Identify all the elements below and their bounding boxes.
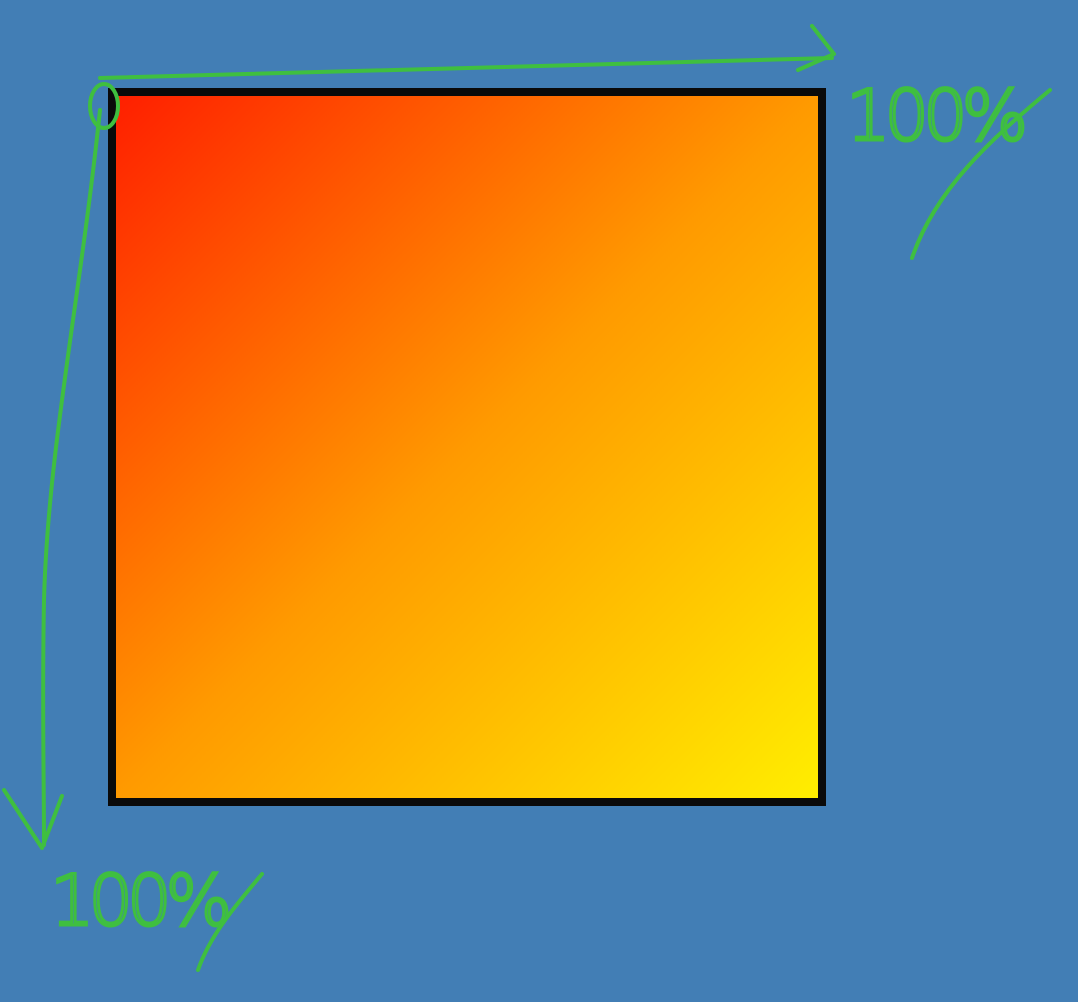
x-axis-label-slash [910, 88, 1052, 260]
gradient-square [108, 88, 826, 806]
y-axis-label-slash [196, 872, 264, 972]
x-axis-arrow-line [98, 56, 834, 80]
y-axis-label: 100% [50, 860, 228, 942]
x-axis-label: 100% [846, 75, 1024, 157]
x-axis-arrowhead [796, 24, 836, 72]
y-axis-arrow-line [41, 108, 102, 847]
y-axis-arrowhead [2, 788, 64, 850]
